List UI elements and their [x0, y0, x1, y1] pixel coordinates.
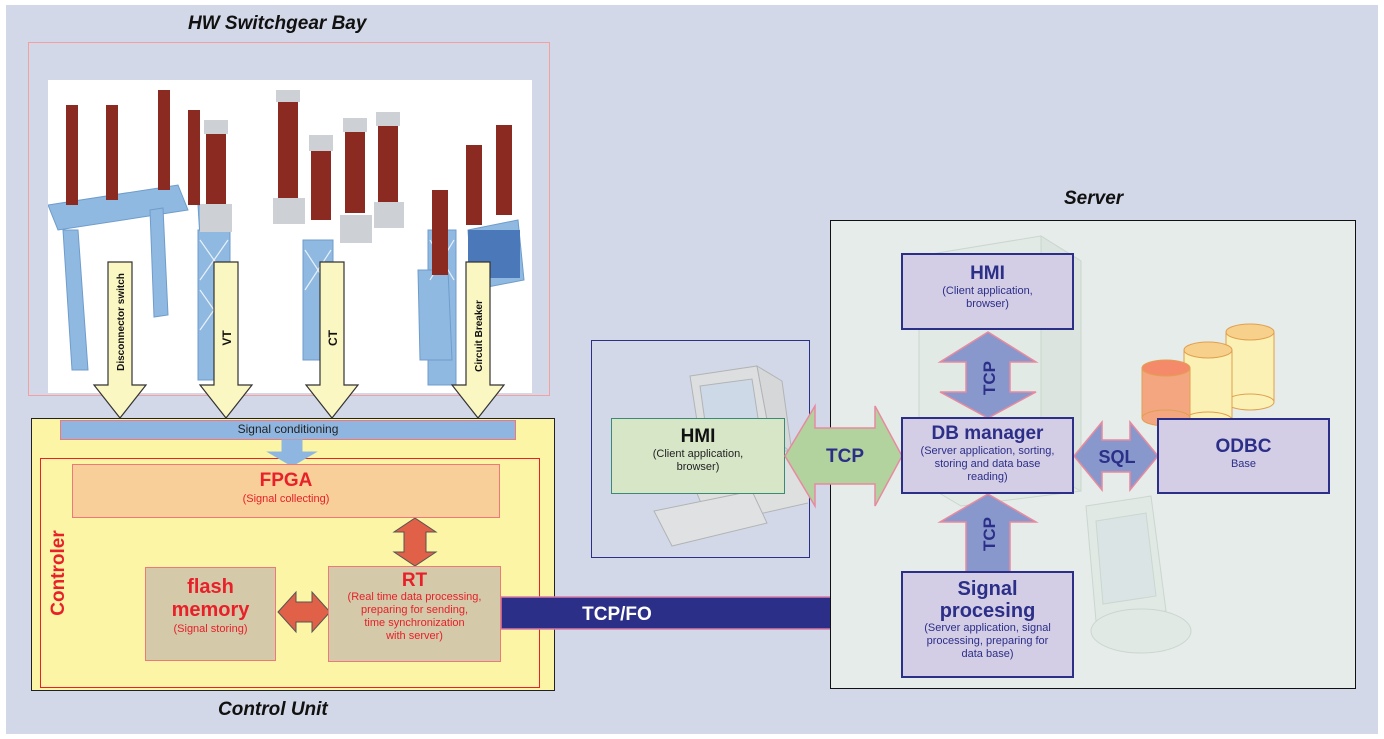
server-hmi-box: HMI (Client application, browser) [901, 253, 1074, 330]
server-hmi-title: HMI [970, 263, 1005, 284]
signal-processing-title-line2: procesing [939, 600, 1036, 622]
switchgear-photo-area [47, 80, 532, 393]
db-manager-title: DB manager [931, 423, 1044, 444]
fpga-subtitle: (Signal collecting) [242, 493, 330, 505]
sensor-label-vt: VT [220, 330, 234, 346]
tcp-fo-label: TCP/FO [582, 604, 652, 625]
sensor-label-disconnector: Disconnector switch [116, 273, 127, 371]
tcp-signal-label: TCP [980, 517, 999, 551]
sensor-label-circuit-breaker: Circuit Breaker [474, 300, 485, 372]
rt-desc-line3: time synchronization [364, 617, 465, 629]
switchgear-title: HW Switchgear Bay [188, 13, 367, 34]
tcp-hmi-label: TCP [980, 361, 999, 395]
signal-processing-box: Signal procesing (Server application, si… [901, 571, 1074, 678]
signal-conditioning-label: Signal conditioning [237, 422, 339, 436]
signal-processing-desc-line1: (Server application, signal [924, 622, 1051, 634]
fpga-box: FPGA (Signal collecting) [72, 464, 500, 518]
client-hmi-box: HMI (Client application, browser) [611, 418, 785, 494]
db-manager-desc-line3: reading) [967, 471, 1008, 483]
db-manager-desc-line1: (Server application, sorting, [920, 445, 1055, 457]
arrow-conditioning-fpga [266, 439, 318, 467]
switchgear-equipment-illustration [47, 90, 525, 386]
arrow-disconnector [92, 261, 148, 419]
fpga-title: FPGA [259, 470, 313, 491]
signal-processing-desc-line2: processing, preparing for [926, 635, 1049, 647]
control-unit-title: Control Unit [218, 699, 328, 720]
signal-processing-title-line1: Signal [957, 578, 1018, 600]
flash-title-line1: flash [187, 576, 234, 598]
controller-label: Controler [48, 530, 69, 616]
flash-subtitle: (Signal storing) [173, 623, 248, 635]
signal-processing-desc-line3: data base) [961, 648, 1014, 660]
db-manager-box: DB manager (Server application, sorting,… [901, 417, 1074, 494]
flash-memory-box: flash memory (Signal storing) [145, 567, 276, 661]
odbc-box: ODBC Base [1157, 418, 1330, 494]
server-title: Server [1064, 188, 1124, 209]
switchgear-frame [28, 42, 550, 396]
arrow-circuit-breaker [450, 261, 506, 419]
client-hmi-desc-line1: (Client application, [652, 448, 744, 460]
rt-desc-line1: (Real time data processing, [347, 591, 482, 603]
odbc-title: ODBC [1215, 436, 1272, 457]
database-cylinders-icon [1141, 323, 1275, 429]
rt-desc-line4: with server) [386, 630, 443, 642]
rt-box: RT (Real time data processing, preparing… [328, 566, 501, 662]
server-hmi-desc-line1: (Client application, [942, 285, 1033, 297]
db-manager-desc-line2: storing and data base [934, 458, 1041, 470]
server-hmi-desc-line2: browser) [966, 298, 1009, 310]
flash-title-line2: memory [171, 599, 250, 621]
sensor-label-ct: CT [326, 329, 340, 346]
rt-title: RT [401, 570, 428, 591]
arrow-vt [198, 261, 254, 419]
arrow-ct [304, 261, 360, 419]
odbc-subtitle: Base [1230, 458, 1257, 470]
client-hmi-desc-line2: browser) [676, 461, 720, 473]
tcp-client-label: TCP [826, 446, 864, 467]
client-hmi-title: HMI [680, 426, 716, 447]
rt-desc-line2: preparing for sending, [360, 604, 468, 616]
sql-label: SQL [1098, 447, 1135, 467]
